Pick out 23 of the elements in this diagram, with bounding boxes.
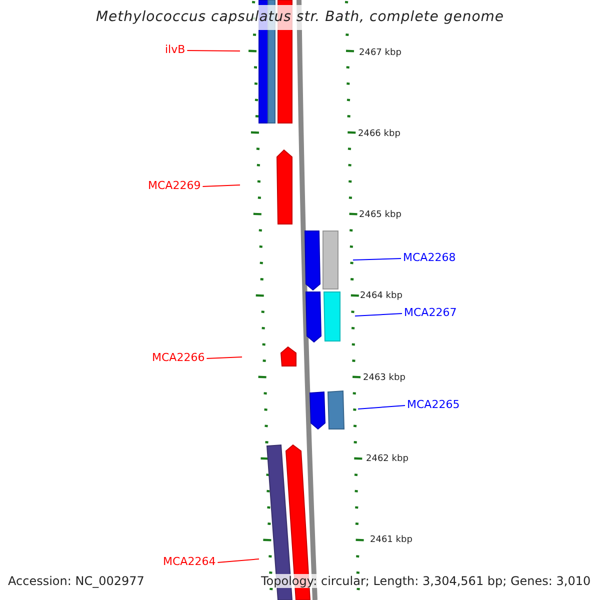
leader-line bbox=[354, 313, 402, 316]
scale-label: 2462 kbp bbox=[366, 454, 408, 464]
leader-line bbox=[217, 558, 260, 563]
leader-line bbox=[186, 50, 240, 52]
gene-label: MCA2266 bbox=[152, 351, 205, 364]
gene-label: ilvB bbox=[165, 43, 186, 56]
scale-label: 2463 kbp bbox=[363, 373, 406, 383]
leader-line bbox=[202, 184, 240, 187]
gene-label: MCA2269 bbox=[148, 179, 201, 192]
scale-label: 2464 kbp bbox=[360, 291, 402, 301]
leader-line bbox=[206, 356, 242, 359]
scale-label: 2461 kbp bbox=[370, 535, 412, 545]
scale-label: 2467 kbp bbox=[359, 48, 402, 58]
footer-text: Topology: circular; Length: 3,304,561 bp; Genes: 3,010 bbox=[261, 574, 591, 588]
gene-label: MCA2265 bbox=[407, 398, 460, 411]
scale-label: 2466 kbp bbox=[358, 129, 400, 139]
footer-text: Accession: NC_002977 bbox=[8, 574, 144, 588]
leader-line bbox=[352, 258, 402, 260]
gene-label: MCA2267 bbox=[404, 306, 457, 319]
gene-label: MCA2268 bbox=[403, 251, 456, 264]
leader-line bbox=[358, 405, 406, 410]
gene-label: MCA2264 bbox=[163, 555, 216, 568]
scale-label: 2465 kbp bbox=[359, 210, 402, 220]
